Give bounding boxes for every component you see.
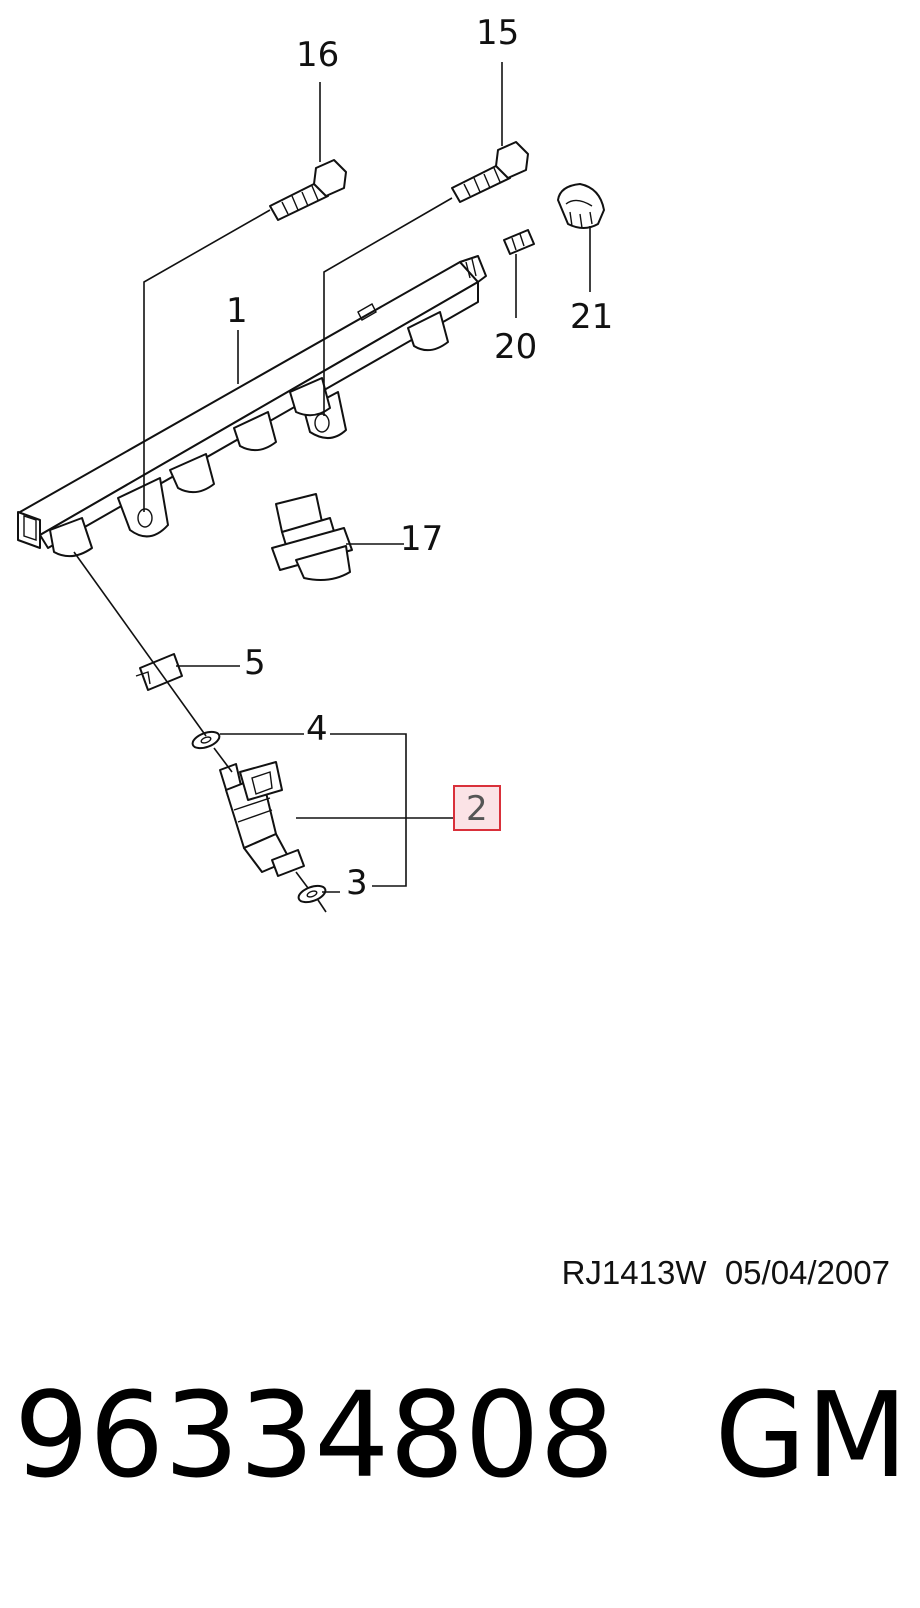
callout-1: 1 — [226, 291, 248, 331]
callout-highlight-box — [453, 785, 501, 831]
schrader-valve-20 — [503, 229, 535, 255]
pressure-regulator-17 — [271, 493, 353, 581]
callout-15: 15 — [476, 13, 519, 53]
callout-21: 21 — [570, 297, 613, 337]
callout-17: 17 — [400, 519, 443, 559]
callout-20: 20 — [494, 327, 537, 367]
brand-name: GM — [714, 1366, 908, 1504]
valve-cap-21 — [557, 183, 605, 229]
part-number: 96334808 — [14, 1366, 615, 1504]
parts-diagram: 16 15 1 20 21 17 5 4 3 2 — [17, 13, 613, 913]
fuel-rail — [17, 255, 487, 558]
drawing-code: RJ1413W — [561, 1254, 707, 1291]
part-footer: 96334808 GM — [14, 1366, 908, 1504]
o-ring-4 — [191, 730, 221, 750]
o-ring-3 — [297, 884, 327, 904]
clip-5 — [135, 653, 183, 691]
callout-3: 3 — [346, 863, 368, 903]
bolt-15 — [451, 141, 529, 203]
callout-16: 16 — [296, 35, 339, 75]
callout-2: 2 — [466, 789, 488, 829]
leader-lines — [73, 62, 591, 913]
drawing-reference: RJ1413W 05/04/2007 — [520, 1254, 890, 1292]
bolt-16 — [269, 159, 347, 221]
callout-5: 5 — [244, 643, 266, 683]
highlighted-callout-2[interactable]: 2 — [453, 785, 501, 831]
callout-4: 4 — [306, 709, 328, 749]
fuel-injector-2 — [219, 761, 305, 877]
drawing-date: 05/04/2007 — [724, 1254, 890, 1291]
